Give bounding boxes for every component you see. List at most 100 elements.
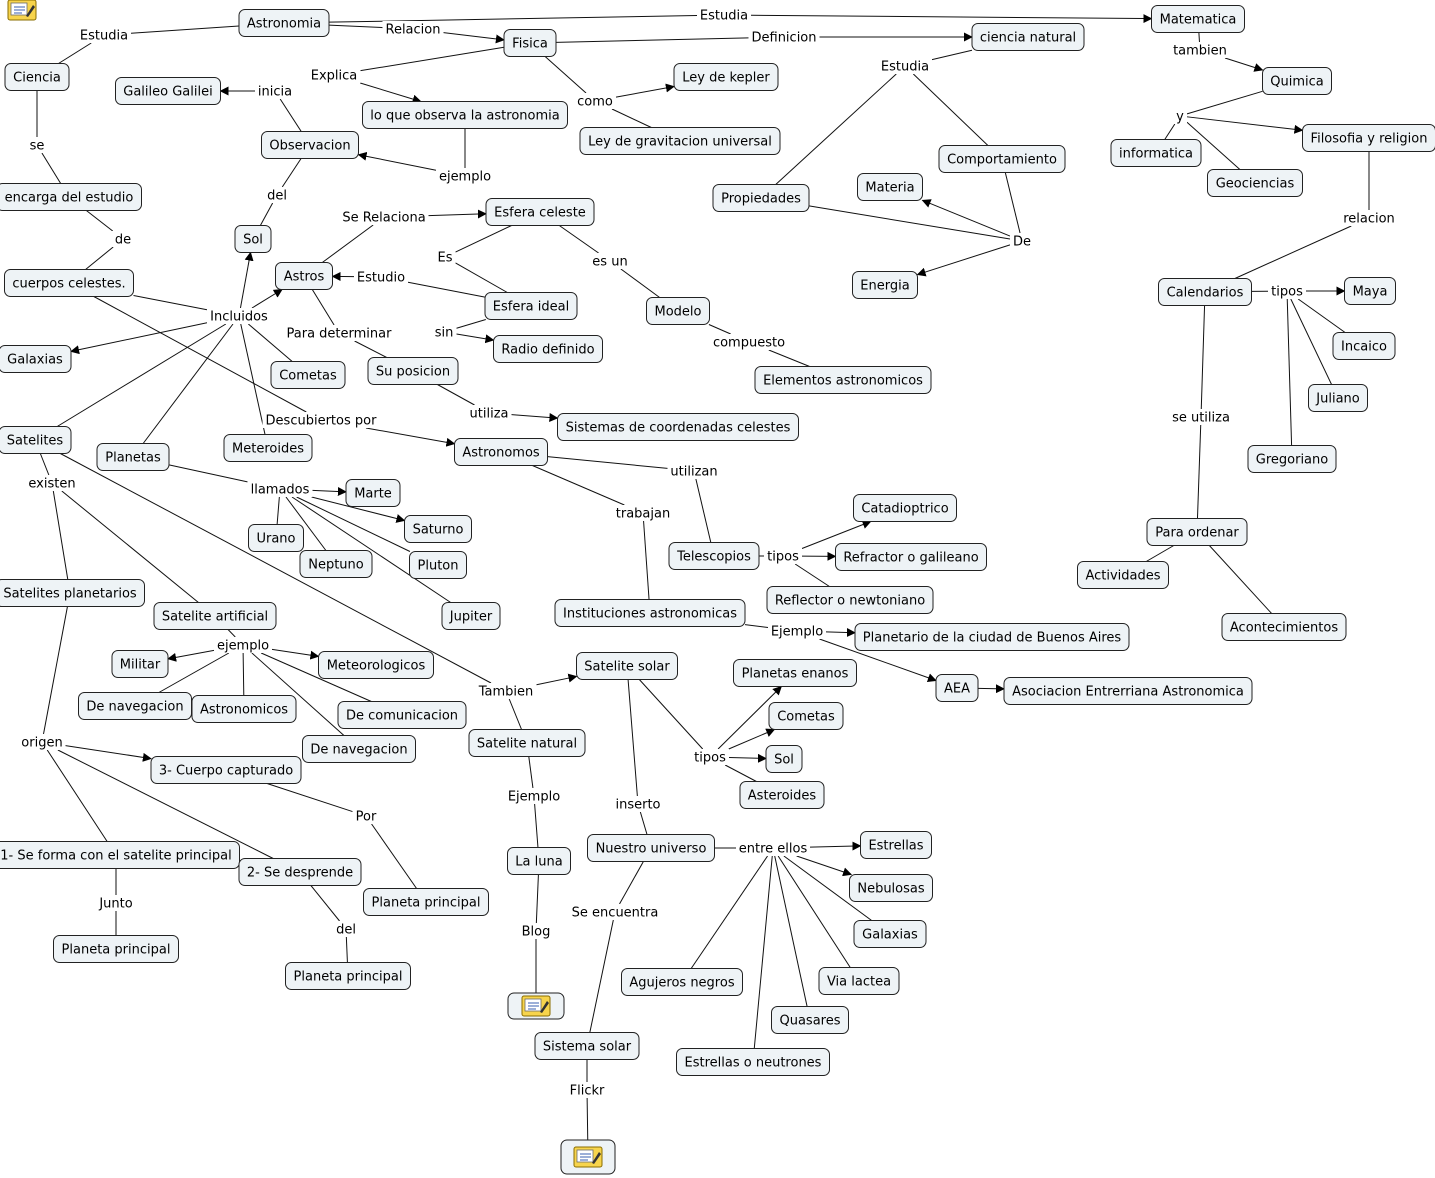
concept-node-instituciones[interactable]: Instituciones astronomicas — [554, 599, 746, 627]
link-label-tambien1: tambien — [1170, 42, 1230, 59]
concept-node-esfera-celeste[interactable]: Esfera celeste — [485, 198, 595, 226]
concept-node-la-luna[interactable]: La luna — [507, 847, 571, 875]
concept-node-calendarios[interactable]: Calendarios — [1158, 278, 1252, 306]
concept-node-radio[interactable]: Radio definido — [493, 335, 603, 363]
concept-node-satelites[interactable]: Satelites — [0, 426, 72, 454]
concept-node-marte[interactable]: Marte — [345, 479, 401, 507]
concept-node-cometas1[interactable]: Cometas — [270, 361, 346, 389]
concept-node-geociencias[interactable]: Geociencias — [1207, 169, 1303, 197]
label-backdrop — [255, 83, 295, 99]
concept-node-cuerpo-capturado[interactable]: 3- Cuerpo capturado — [150, 756, 302, 784]
concept-node-nuestro-universo[interactable]: Nuestro universo — [587, 834, 715, 862]
concept-node-pluton[interactable]: Pluton — [409, 551, 467, 579]
concept-node-agujeros[interactable]: Agujeros negros — [621, 968, 743, 996]
concept-node-satelite-natural[interactable]: Satelite natural — [468, 729, 586, 757]
node-text: Meteorologicos — [327, 659, 426, 674]
concept-node-comportamiento[interactable]: Comportamiento — [938, 145, 1066, 173]
concept-node-para-ordenar[interactable]: Para ordenar — [1146, 518, 1248, 546]
concept-node-juliano[interactable]: Juliano — [1308, 384, 1368, 412]
concept-node-materia[interactable]: Materia — [857, 173, 923, 201]
concept-node-filosofia[interactable]: Filosofia y religion — [1302, 124, 1435, 152]
concept-node-quimica[interactable]: Quimica — [1262, 67, 1332, 95]
concept-node-refractor[interactable]: Refractor o galileano — [835, 543, 987, 571]
concept-node-saturno[interactable]: Saturno — [404, 515, 472, 543]
concept-node-astronomia[interactable]: Astronomia — [238, 9, 330, 37]
concept-node-su-posicion[interactable]: Su posicion — [367, 357, 459, 385]
concept-node-de-navegacion2[interactable]: De navegacion — [302, 735, 416, 763]
concept-node-gravitacion[interactable]: Ley de gravitacion universal — [579, 127, 781, 155]
concept-node-estrellas[interactable]: Estrellas — [860, 831, 932, 859]
concept-node-actividades[interactable]: Actividades — [1077, 561, 1169, 589]
link-label-inicia: inicia — [255, 83, 295, 100]
concept-node-planeta-principal2[interactable]: Planeta principal — [53, 935, 179, 963]
concept-node-planetario[interactable]: Planetario de la ciudad de Buenos Aires — [854, 623, 1130, 651]
concept-node-astronomicos[interactable]: Astronomicos — [191, 695, 297, 723]
concept-node-astronomos[interactable]: Astronomos — [454, 438, 548, 466]
concept-node-ciencia[interactable]: Ciencia — [4, 63, 70, 91]
concept-node-urano[interactable]: Urano — [248, 524, 304, 552]
concept-node-militar[interactable]: Militar — [111, 650, 169, 678]
note-resource-icon[interactable] — [507, 992, 565, 1020]
concept-node-matematica[interactable]: Matematica — [1151, 5, 1245, 33]
concept-node-asociacion[interactable]: Asociacion Entrerriana Astronomica — [1003, 677, 1253, 705]
node-box — [579, 127, 781, 155]
concept-node-se-desprende[interactable]: 2- Se desprende — [238, 858, 362, 886]
concept-node-propiedades[interactable]: Propiedades — [712, 184, 810, 212]
concept-node-quasares[interactable]: Quasares — [771, 1006, 849, 1034]
concept-node-sistema-solar[interactable]: Sistema solar — [534, 1032, 640, 1060]
concept-node-asteroides[interactable]: Asteroides — [739, 781, 825, 809]
connector-l_tipos_sol-to-sol2 — [728, 753, 767, 763]
concept-node-planeta-principal1[interactable]: Planeta principal — [363, 888, 489, 916]
concept-node-incaico[interactable]: Incaico — [1332, 332, 1396, 360]
concept-node-sat-artificial[interactable]: Satelite artificial — [153, 602, 277, 630]
connector-l_De-to-energia — [916, 244, 1011, 277]
note-resource-icon[interactable] — [7, 0, 37, 21]
concept-node-sat-planetarios[interactable]: Satelites planetarios — [0, 579, 145, 607]
concept-node-fisica[interactable]: Fisica — [503, 29, 557, 57]
concept-node-meteroides[interactable]: Meteroides — [223, 434, 313, 462]
concept-node-maya[interactable]: Maya — [1344, 277, 1396, 305]
concept-node-sol1[interactable]: Sol — [234, 225, 272, 253]
concept-node-kepler[interactable]: Ley de kepler — [673, 63, 779, 91]
concept-node-de-navegacion1[interactable]: De navegacion — [78, 692, 192, 720]
concept-node-neutrones[interactable]: Estrellas o neutrones — [676, 1048, 830, 1076]
concept-node-cometas2[interactable]: Cometas — [768, 702, 844, 730]
concept-node-sistemas-coord[interactable]: Sistemas de coordenadas celestes — [557, 413, 799, 441]
concept-node-informatica[interactable]: informatica — [1110, 139, 1202, 167]
concept-node-galileo[interactable]: Galileo Galilei — [115, 77, 221, 105]
concept-node-aea[interactable]: AEA — [935, 674, 979, 702]
concept-node-planetas[interactable]: Planetas — [96, 443, 170, 471]
label-text: Tambien — [478, 685, 534, 700]
concept-node-via-lactea[interactable]: Via lactea — [818, 967, 900, 995]
concept-node-nebulosas[interactable]: Nebulosas — [849, 874, 933, 902]
concept-node-galaxias2[interactable]: Galaxias — [853, 920, 927, 948]
concept-node-satelite-solar[interactable]: Satelite solar — [576, 652, 678, 680]
concept-node-telescopios[interactable]: Telescopios — [668, 542, 760, 570]
concept-node-se-forma[interactable]: 1- Se forma con el satelite principal — [0, 841, 240, 869]
concept-node-observacion[interactable]: Observacion — [261, 131, 359, 159]
concept-node-ciencia-natural[interactable]: ciencia natural — [971, 23, 1085, 51]
concept-node-cuerpos[interactable]: cuerpos celestes. — [4, 269, 134, 297]
concept-node-acontecimientos[interactable]: Acontecimientos — [1221, 613, 1347, 641]
concept-node-de-comunicacion[interactable]: De comunicacion — [337, 701, 467, 729]
note-resource-icon[interactable] — [560, 1139, 616, 1175]
concept-node-esfera-ideal[interactable]: Esfera ideal — [484, 292, 578, 320]
concept-node-catadioptrico[interactable]: Catadioptrico — [853, 494, 957, 522]
concept-node-galaxias1[interactable]: Galaxias — [0, 345, 72, 373]
concept-node-planeta-principal3[interactable]: Planeta principal — [285, 962, 411, 990]
concept-node-elementos[interactable]: Elementos astronomicos — [754, 366, 932, 394]
concept-node-energia[interactable]: Energia — [852, 271, 918, 299]
concept-node-astros[interactable]: Astros — [275, 262, 333, 290]
concept-node-lo-que-observa[interactable]: lo que observa la astronomia — [362, 101, 568, 129]
concept-node-sol2[interactable]: Sol — [765, 745, 803, 773]
concept-node-modelo[interactable]: Modelo — [646, 297, 710, 325]
concept-node-reflector[interactable]: Reflector o newtoniano — [766, 586, 934, 614]
concept-node-planetas-enanos[interactable]: Planetas enanos — [733, 659, 857, 687]
label-backdrop — [691, 749, 729, 765]
concept-node-neptuno[interactable]: Neptuno — [299, 550, 373, 578]
concept-node-encarga[interactable]: encarga del estudio — [0, 183, 142, 211]
node-text: Estrellas — [868, 839, 923, 854]
concept-node-gregoriano[interactable]: Gregoriano — [1247, 445, 1337, 473]
concept-node-meteorologicos[interactable]: Meteorologicos — [318, 651, 434, 679]
concept-node-jupiter[interactable]: Jupiter — [441, 602, 501, 630]
